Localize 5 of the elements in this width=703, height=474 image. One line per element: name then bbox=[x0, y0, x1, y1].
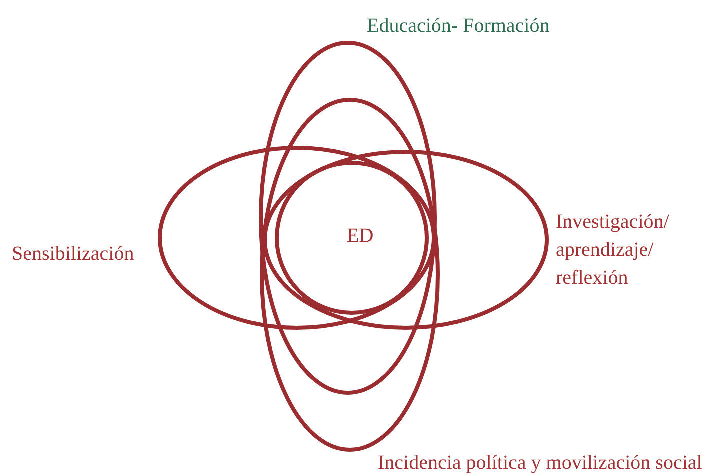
category-label: Incidencia política y movilización social bbox=[378, 451, 702, 474]
category-label: Educación- Formación bbox=[367, 14, 550, 39]
category-label: ED bbox=[347, 224, 374, 249]
category-label: Sensibilización bbox=[12, 242, 134, 267]
category-label: Investigación/ aprendizaje/ reflexión bbox=[556, 210, 670, 291]
